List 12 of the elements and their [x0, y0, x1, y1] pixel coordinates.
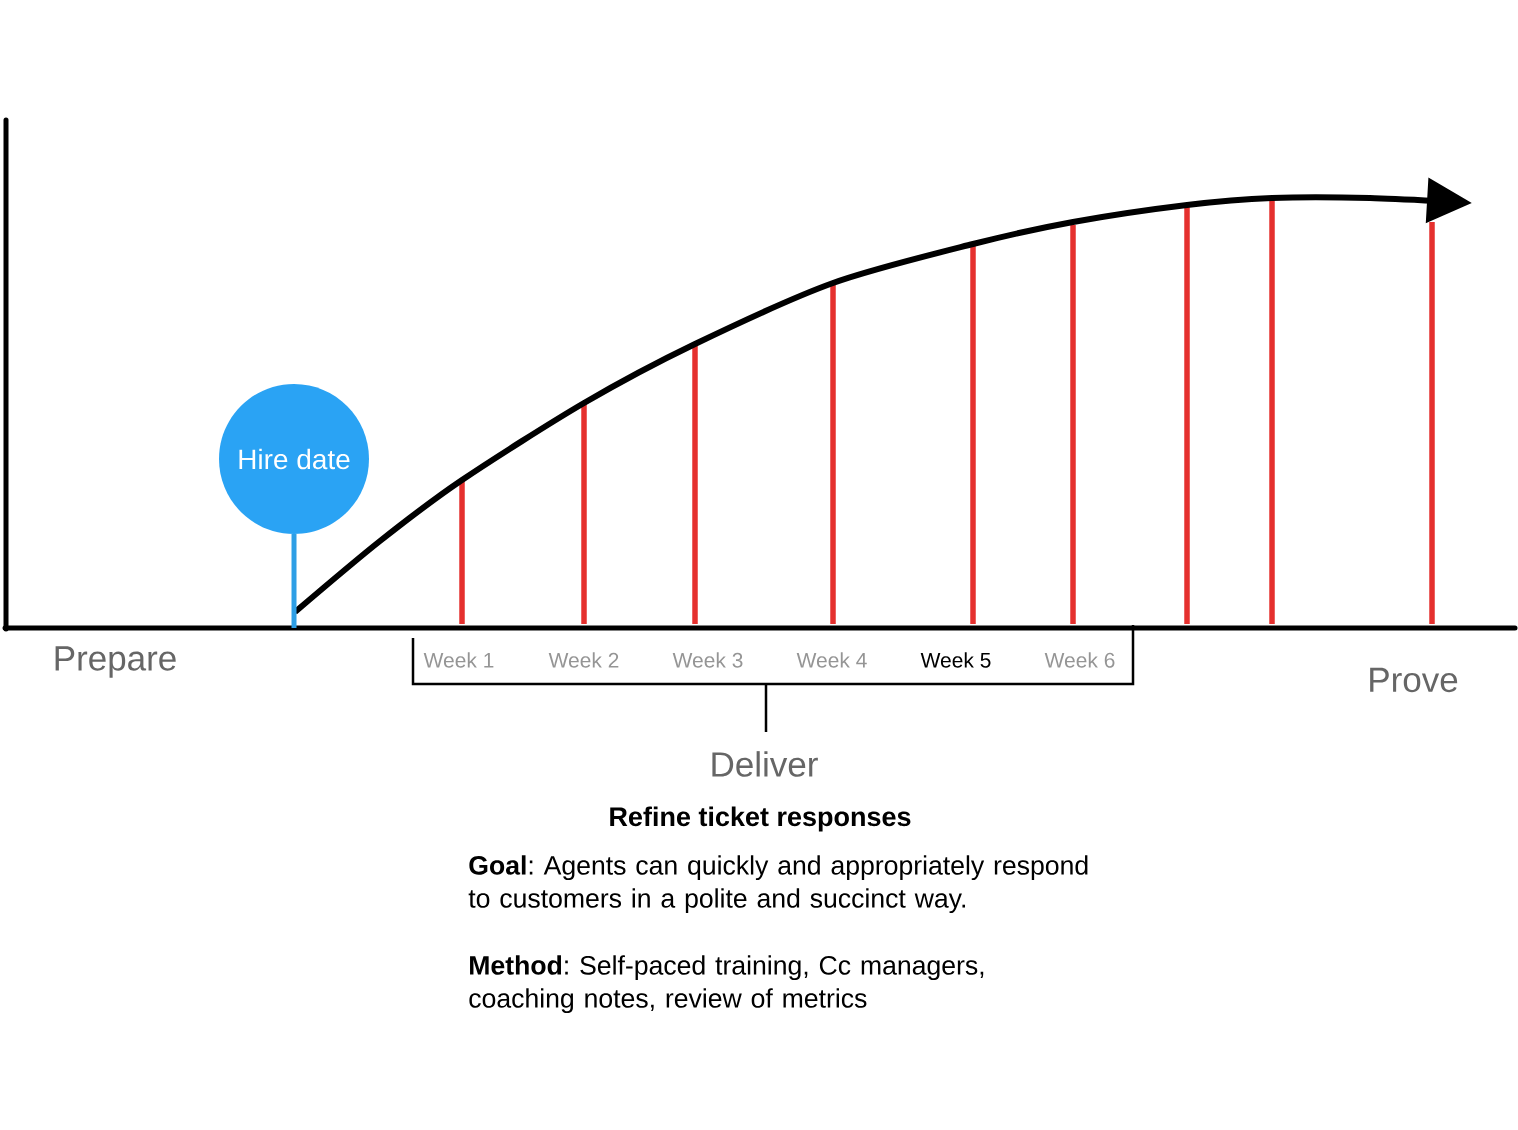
phase-label: Prepare — [55, 646, 176, 678]
week-label: Week 5 — [920, 652, 991, 668]
week-label: Week 1 — [423, 652, 494, 668]
goal-text: Goal: Agents can quickly and appropriately respond to customers in a polite and succinct way. — [468, 855, 1088, 914]
phase-label: Deliver — [712, 751, 818, 777]
week-label: Week 2 — [548, 652, 619, 668]
method-text: Method: Self-paced training, Cc managers, coaching notes, review of metrics — [469, 955, 984, 1014]
week-label: Week 3 — [672, 652, 743, 668]
week-label: Week 4 — [796, 652, 867, 668]
phase-label: Prove — [1370, 667, 1458, 693]
section-heading: Refine ticket responses — [610, 806, 911, 832]
week-label: Week 6 — [1044, 652, 1115, 668]
